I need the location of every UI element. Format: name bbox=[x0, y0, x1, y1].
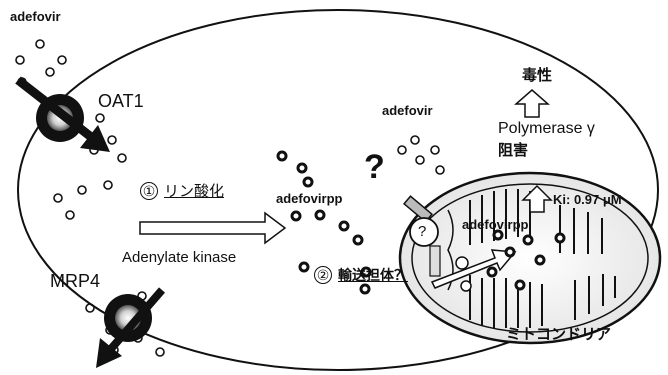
adenylate-kinase-label: Adenylate kinase bbox=[122, 250, 236, 265]
step1-number: ① bbox=[140, 182, 158, 200]
adefovir-outside-label: adefovir bbox=[10, 10, 61, 23]
adefovir-inside-label: adefovir bbox=[382, 104, 433, 117]
step2-label: ② 輸送担体？ bbox=[314, 266, 408, 284]
mrp4-label: MRP4 bbox=[50, 272, 100, 290]
adefovirpp-mito-label: adefovirpp bbox=[462, 218, 528, 231]
oat1-label: OAT1 bbox=[98, 92, 144, 110]
ki-label: Ki: 0.97 μM bbox=[553, 193, 622, 206]
polymerase-label: Polymerase γ bbox=[498, 121, 595, 137]
step2-text: 輸送担体？ bbox=[338, 267, 408, 283]
step2-number: ② bbox=[314, 266, 332, 284]
phosphorylation-arrow bbox=[140, 213, 285, 243]
toxicity-label: 毒性 bbox=[522, 68, 552, 83]
step1-label: ① リン酸化 bbox=[140, 182, 224, 200]
transporter-question-mark: ? bbox=[418, 224, 426, 239]
step1-text: リン酸化 bbox=[164, 183, 224, 200]
toxicity-arrow bbox=[516, 90, 548, 117]
adefovir-molecules bbox=[16, 40, 444, 356]
mitochondria-label: ミトコンドリア bbox=[506, 327, 611, 342]
inhibition-label: 阻害 bbox=[498, 143, 528, 158]
question-big: ? bbox=[364, 150, 385, 184]
adefovirpp-cyto-label: adefovirpp bbox=[276, 192, 342, 205]
